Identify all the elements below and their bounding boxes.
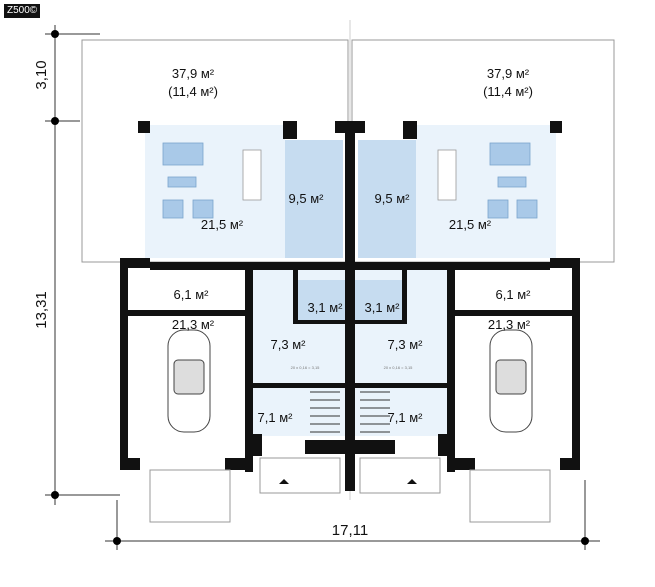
dimension-dots <box>51 30 589 545</box>
stairs-note-right: 20 x 0,16 = 3,15 <box>384 365 414 370</box>
dim-width: 17,11 <box>332 522 368 539</box>
garage-left-label: 21,3 м² <box>172 317 215 332</box>
hall-left-label: 7,3 м² <box>271 337 307 352</box>
driveway-right <box>469 469 551 523</box>
living-left-label: 21,5 м² <box>201 217 244 232</box>
car-icon-left <box>167 329 211 433</box>
terrace-right-sub: (11,4 м²) <box>483 84 533 99</box>
living-right-label: 21,5 м² <box>449 217 492 232</box>
furniture <box>162 142 538 219</box>
entrance-arrow-right <box>407 479 417 484</box>
porch-right <box>359 457 441 494</box>
bath-right-label: 3,1 м² <box>365 300 401 315</box>
z500-logo: Z500© <box>4 4 41 18</box>
vestibule-right-label: 7,1 м² <box>388 410 424 425</box>
dim-house-depth: 13,31 <box>33 291 50 329</box>
terrace-right-area: 37,9 м² <box>487 66 530 81</box>
kitchen-left-label: 9,5 м² <box>289 191 325 206</box>
car-icon-right <box>489 329 533 433</box>
driveway-left <box>149 469 231 523</box>
utility-left-label: 6,1 м² <box>174 287 210 302</box>
stair-steps <box>310 391 390 433</box>
vestibule-left-label: 7,1 м² <box>258 410 294 425</box>
terrace-left-sub: (11,4 м²) <box>168 84 218 99</box>
room-labels: 37,9 м² (11,4 м²) 37,9 м² (11,4 м²) 21,5… <box>168 66 533 425</box>
kitchen-right-label: 9,5 м² <box>375 191 411 206</box>
terrace-left-area: 37,9 м² <box>172 66 215 81</box>
garage-right-label: 21,3 м² <box>488 317 531 332</box>
utility-right-label: 6,1 м² <box>496 287 532 302</box>
entrance-arrow-left <box>279 479 289 484</box>
walls <box>120 121 580 491</box>
hall-right-label: 7,3 м² <box>388 337 424 352</box>
dim-terrace-depth: 3,10 <box>33 60 50 89</box>
porch-left <box>259 457 341 494</box>
bath-left-label: 3,1 м² <box>308 300 344 315</box>
stairs-note-left: 20 x 0,16 = 3,15 <box>291 365 321 370</box>
